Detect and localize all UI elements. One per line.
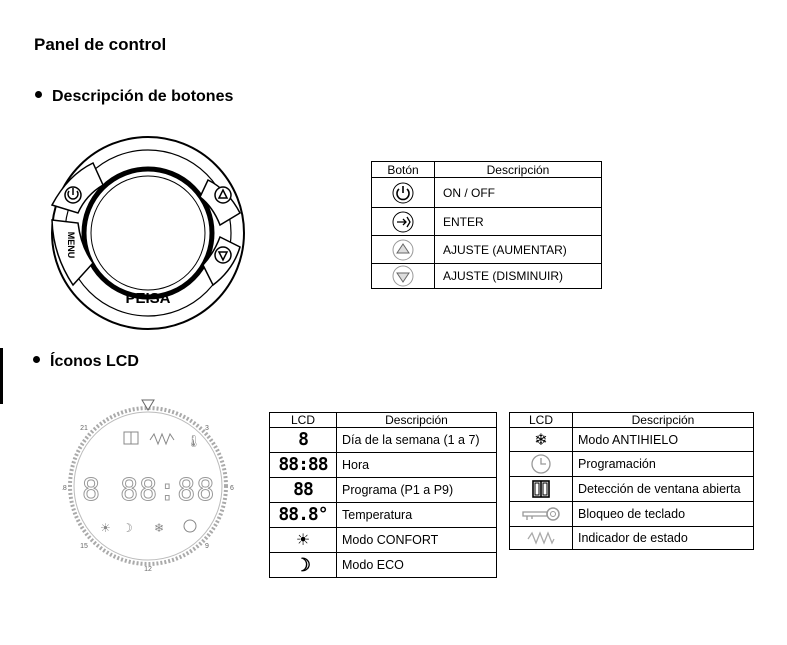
row-desc: Temperatura [336, 502, 497, 528]
menu-label: MENU [66, 232, 76, 259]
table-row: 88:88 Hora [269, 452, 497, 478]
buttons-section-heading: Descripción de botones [35, 88, 233, 106]
row-desc: Día de la semana (1 a 7) [336, 427, 497, 453]
row-desc: Hora [336, 452, 497, 478]
table-row: Indicador de estado [509, 526, 754, 550]
row-desc: Indicador de estado [572, 526, 754, 550]
key-icon [509, 501, 573, 527]
clock-digits-icon: 88:88 [269, 452, 337, 478]
table-row: ❄ Modo ANTIHIELO [509, 427, 754, 452]
margin-bar [0, 348, 3, 404]
dial-num-3: 3 [205, 425, 209, 432]
enter-icon [371, 207, 435, 236]
lcd-section-heading: Íconos LCD [33, 353, 139, 371]
temperature-digits-icon: 88.8° [269, 502, 337, 528]
svg-text:8 88:88: 8 88:88 [82, 473, 215, 508]
svg-text:☀: ☀ [100, 521, 111, 535]
dial-num-15: 15 [80, 543, 88, 550]
clock-icon [509, 451, 573, 477]
svg-text:❄: ❄ [154, 521, 164, 535]
row-desc: AJUSTE (DISMINUIR) [434, 263, 602, 289]
table-row: Detección de ventana abierta [509, 476, 754, 502]
thermostat-illustration: MENU PEISA [50, 136, 245, 330]
row-desc: ON / OFF [434, 177, 602, 208]
bullet [35, 91, 42, 99]
digit-8-icon: 8 [269, 427, 337, 453]
double-digit-icon: 88 [269, 477, 337, 503]
table-row: ENTER [371, 207, 602, 236]
col-header: Descripción [434, 161, 602, 178]
page-title: Panel de control [34, 35, 167, 54]
table-row: Programación [509, 451, 754, 477]
table-row: 8 Día de la semana (1 a 7) [269, 427, 497, 453]
lcd-table-right: LCD Descripción ❄ Modo ANTIHIELO Program… [509, 412, 754, 550]
table-row: AJUSTE (DISMINUIR) [371, 263, 602, 289]
up-button-icon [214, 186, 232, 204]
svg-text:🌡: 🌡 [186, 434, 201, 448]
lcd-dial-illustration: 21 3 18 6 15 9 12 🌡 8 88:88 ☀ ☽ ❄ [62, 399, 234, 573]
snowflake-icon: ❄ [509, 427, 573, 452]
col-header: LCD [509, 412, 573, 428]
row-desc: AJUSTE (AUMENTAR) [434, 235, 602, 264]
col-header: Descripción [572, 412, 754, 428]
table-row: AJUSTE (AUMENTAR) [371, 235, 602, 264]
lcd-table-left: LCD Descripción 8 Día de la semana (1 a … [269, 412, 497, 578]
col-header: Descripción [336, 412, 497, 428]
power-icon [371, 177, 435, 208]
moon-icon: ☽ [269, 552, 337, 578]
up-arrow-icon [371, 235, 435, 264]
buttons-table: Botón Descripción ON / OFF ENTER AJUSTE … [371, 161, 602, 289]
row-desc: Bloqueo de teclado [572, 501, 754, 527]
sun-icon: ☀ [269, 527, 337, 553]
table-row: ON / OFF [371, 177, 602, 208]
dial-num-18: 18 [62, 485, 67, 492]
table-row: ☀ Modo CONFORT [269, 527, 497, 553]
dial-num-6: 6 [230, 485, 234, 492]
down-arrow-icon [371, 263, 435, 289]
row-desc: Modo CONFORT [336, 527, 497, 553]
table-row: Bloqueo de teclado [509, 501, 754, 527]
svg-text:☽: ☽ [122, 521, 133, 535]
down-button-icon [214, 246, 232, 264]
table-row: 88 Programa (P1 a P9) [269, 477, 497, 503]
row-desc: Modo ECO [336, 552, 497, 578]
window-icon [509, 476, 573, 502]
dial-num-9: 9 [205, 543, 209, 550]
row-desc: Detección de ventana abierta [572, 476, 754, 502]
dial-num-12: 12 [144, 566, 152, 573]
row-desc: Programación [572, 451, 754, 477]
col-header: Botón [371, 161, 435, 178]
status-wave-icon [509, 526, 573, 550]
col-header: LCD [269, 412, 337, 428]
row-desc: Modo ANTIHIELO [572, 427, 754, 452]
bullet [33, 356, 40, 364]
row-desc: ENTER [434, 207, 602, 236]
brand-label: PEISA [125, 290, 170, 307]
table-row: ☽ Modo ECO [269, 552, 497, 578]
table-row: 88.8° Temperatura [269, 502, 497, 528]
row-desc: Programa (P1 a P9) [336, 477, 497, 503]
dial-num-21: 21 [80, 425, 88, 432]
